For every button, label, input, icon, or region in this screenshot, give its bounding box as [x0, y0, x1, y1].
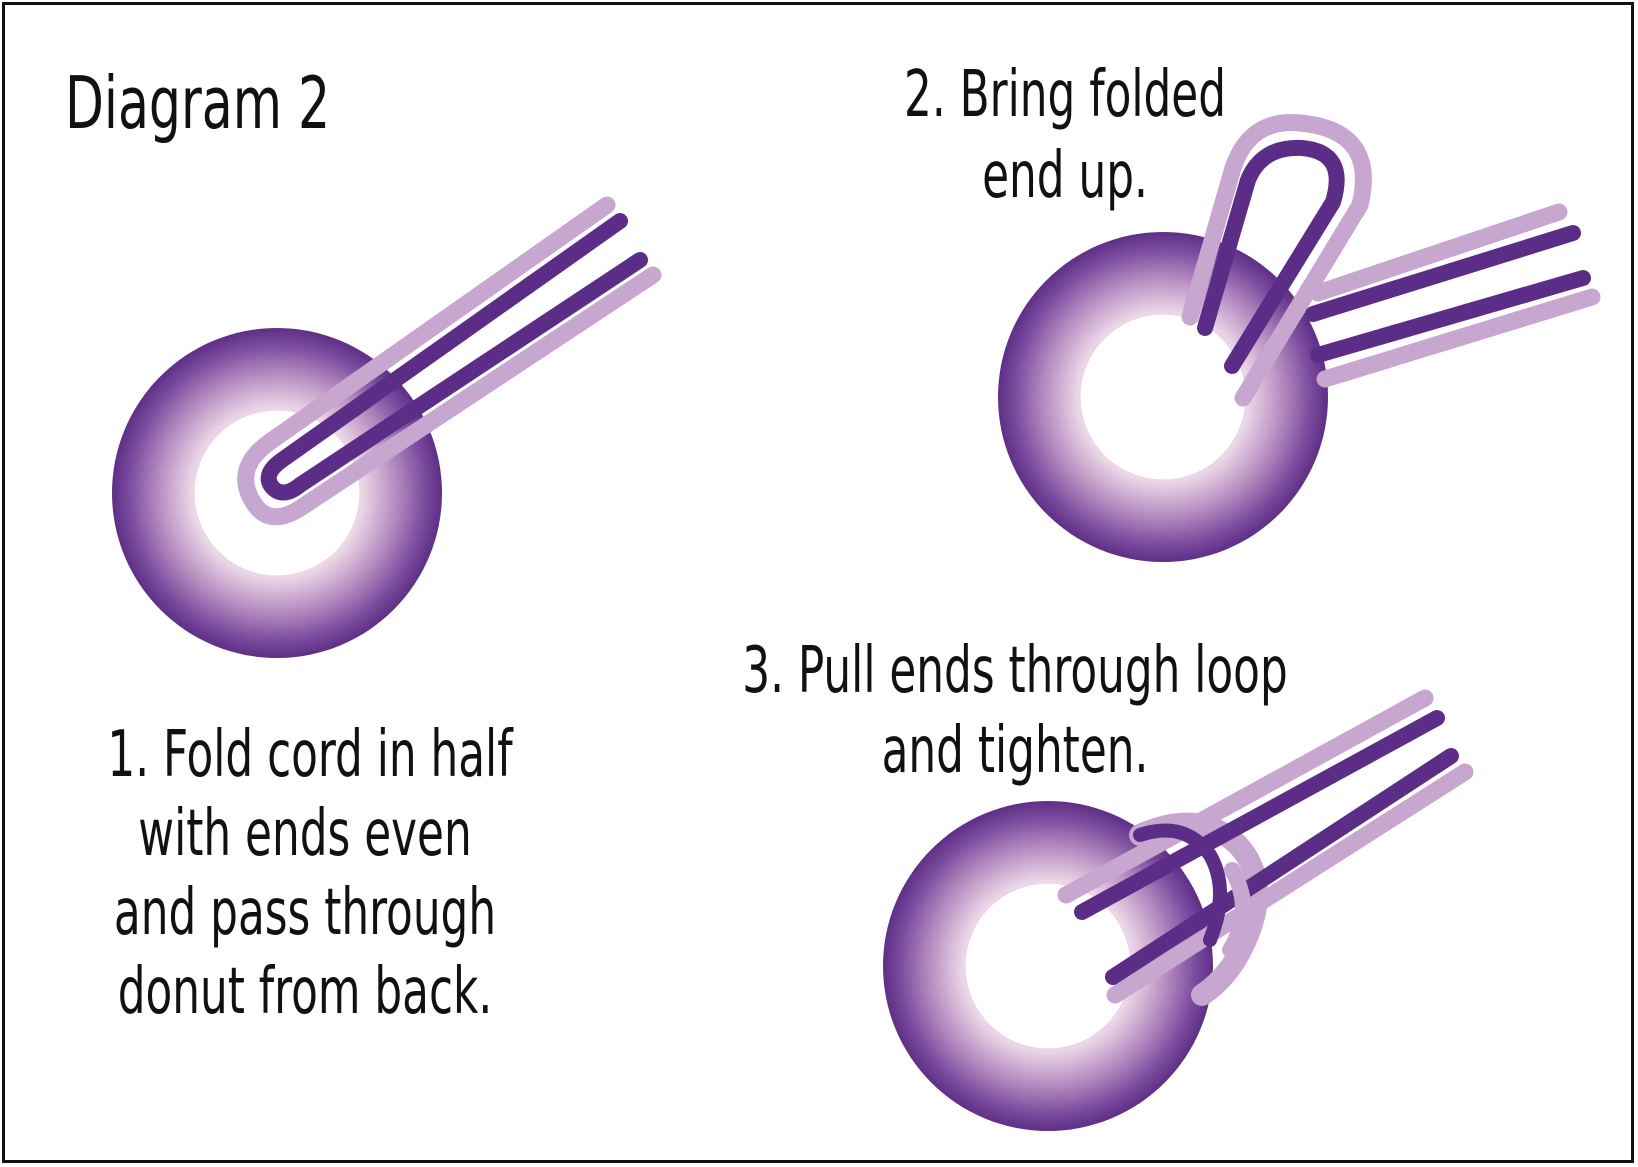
step2-caption: 2. Bring folded end up.: [805, 63, 1325, 225]
step3-cord-light-2: [1106, 763, 1474, 1004]
step2-line: end up.: [982, 139, 1148, 213]
step2-loop-light: [1181, 114, 1372, 407]
step1-cord-light: [237, 196, 662, 526]
step1-illustration: [112, 196, 662, 658]
step3-illustration: [883, 689, 1474, 1131]
step2-donut: [998, 232, 1328, 562]
step2-line: 2. Bring folded: [903, 58, 1227, 132]
diagram-title: Diagram 2: [65, 61, 331, 145]
step2-loop-dark: [1197, 139, 1345, 374]
step3-cord-light-1: [1057, 689, 1434, 904]
step1-line: donut from back.: [117, 955, 493, 1029]
step3-knot-dark: [1133, 823, 1227, 947]
step1-caption: 1. Fold cord in half with ends even and …: [45, 723, 565, 1039]
step3-knot-front: [1222, 862, 1251, 958]
step3-line: 3. Pull ends through loop: [742, 634, 1288, 708]
step1-cord-dark: [260, 213, 648, 501]
step3-line: and tighten.: [881, 714, 1149, 788]
step2-cord-dark-2: [1310, 270, 1591, 363]
step2-illustration: [998, 114, 1601, 562]
step2-cord-light-1: [1309, 203, 1568, 302]
step1-line: 1. Fold cord in half: [107, 718, 513, 792]
step1-line: and pass through: [113, 876, 497, 950]
step2-cord-dark-1: [1305, 225, 1581, 322]
step3-cord-dark-2: [1105, 748, 1459, 985]
step3-cord-dark-1: [1074, 710, 1445, 920]
step3-caption: 3. Pull ends through loop and tighten.: [655, 639, 1375, 799]
step1-line: with ends even: [138, 797, 472, 871]
step2-cord-light-2: [1316, 288, 1601, 388]
